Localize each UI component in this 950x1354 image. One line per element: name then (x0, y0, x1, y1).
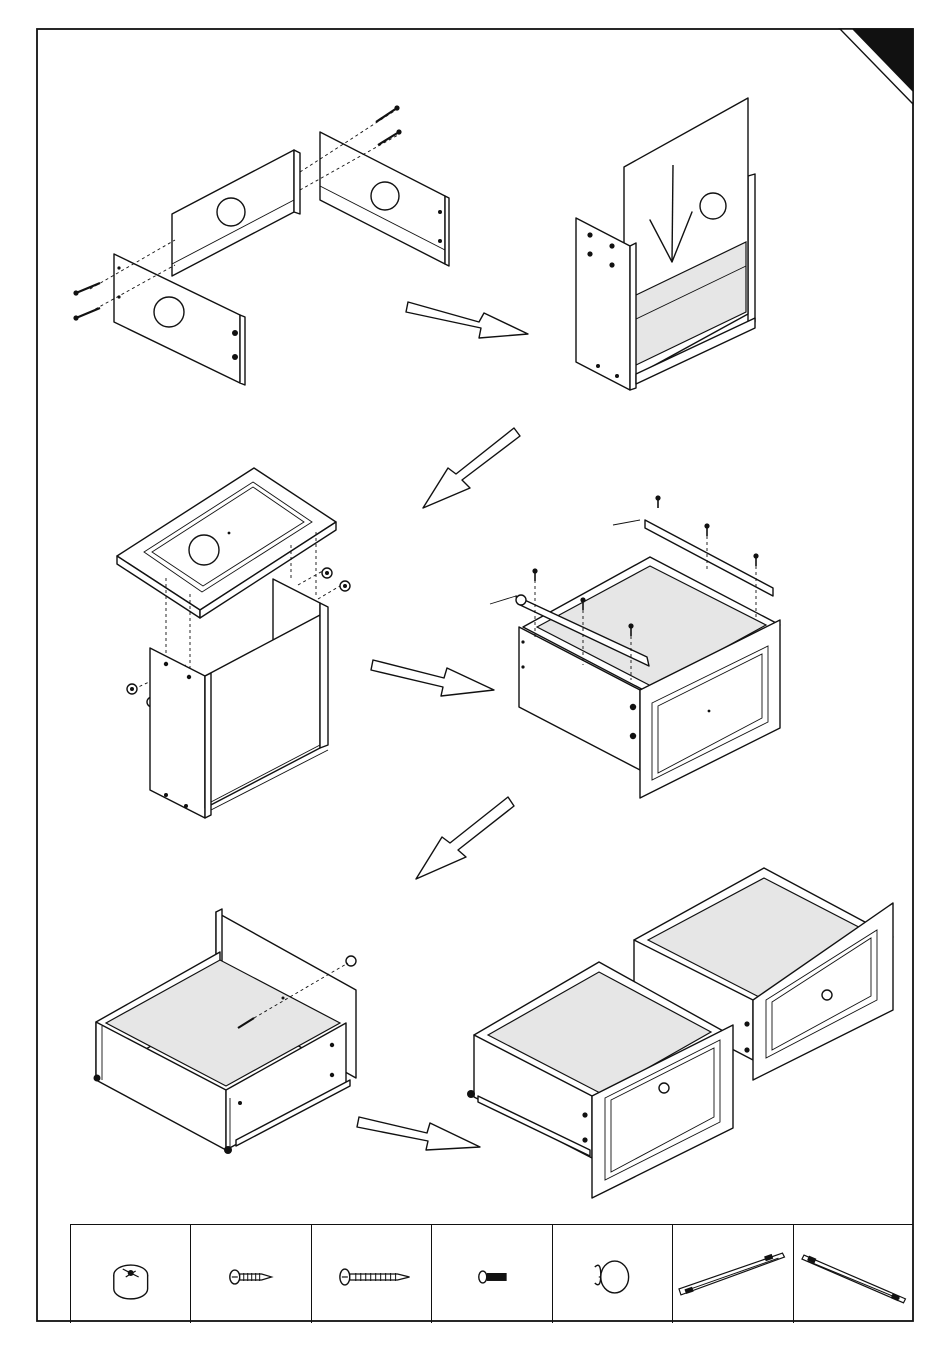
parts-table (70, 1224, 913, 1323)
arrow-step4-to-step5 (416, 797, 514, 879)
step-frame-assembly (73, 105, 449, 385)
step-slide-rail-attach (490, 495, 780, 798)
part-cell-cam-lock (70, 1225, 191, 1323)
part-cell-short-screw (191, 1225, 311, 1323)
step-top-attach (117, 468, 350, 818)
cam-lock-icon (71, 1225, 190, 1323)
part-cell-long-screw (312, 1225, 432, 1323)
long-screw-icon (312, 1225, 431, 1323)
part-cell-slide-rail-b (794, 1225, 913, 1323)
part-cell-machine-bolt (432, 1225, 552, 1323)
machine-bolt-icon (432, 1225, 551, 1323)
drawer-slide-rail-icon (794, 1225, 913, 1323)
step-drawer-slide-and-knob (94, 909, 357, 1154)
arrow-step2-to-step3 (423, 428, 520, 508)
step-back-panel-insert (576, 98, 755, 390)
part-cell-slide-rail-a (673, 1225, 793, 1323)
part-cell-knob (553, 1225, 673, 1323)
page-corner-tab (840, 29, 913, 104)
arrow-step5-to-step6 (357, 1117, 480, 1150)
arrow-step3-to-step4 (371, 660, 494, 696)
knob-icon (553, 1225, 672, 1323)
step-drawer-insertion (467, 868, 893, 1198)
arrow-step1-to-step2 (406, 302, 528, 338)
short-screw-icon (191, 1225, 310, 1323)
drawer-slide-rail-icon (673, 1225, 792, 1323)
